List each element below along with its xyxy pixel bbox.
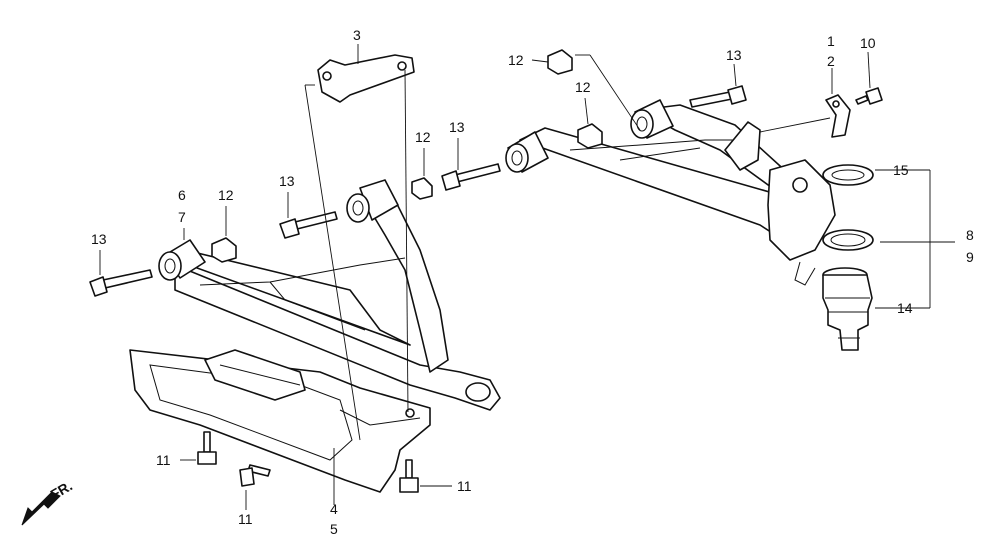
callout-labels: 1 2 3 4 5 6 7 8 9 10 11 11 11 12 12 12 1…	[91, 27, 974, 537]
callout-9: 9	[966, 249, 974, 265]
callout-11-left: 11	[156, 452, 171, 468]
callout-12-left: 12	[218, 187, 234, 203]
nut-12-left	[211, 237, 237, 263]
arrow-icon	[21, 491, 61, 526]
callout-12-right: 12	[575, 79, 591, 95]
seal-ring-part-15	[822, 164, 874, 186]
callout-3: 3	[353, 27, 361, 43]
callout-13-left: 13	[91, 231, 107, 247]
bolt-11-left	[197, 431, 217, 465]
callout-12-upper: 12	[508, 52, 524, 68]
callout-15: 15	[893, 162, 909, 178]
bolt-13-right	[689, 85, 747, 108]
bolt-11-middle	[239, 464, 271, 487]
callout-8: 8	[966, 227, 974, 243]
left-lower-arm	[158, 179, 501, 411]
callout-13-middle: 13	[279, 173, 295, 189]
bolt-13-middle	[279, 211, 338, 239]
callout-10: 10	[860, 35, 876, 51]
callout-13-center: 13	[449, 119, 465, 135]
callout-4: 4	[330, 501, 338, 517]
nut-12-upper	[547, 49, 573, 75]
bracket-part-3	[317, 54, 415, 103]
callout-11-bottom: 11	[238, 511, 253, 527]
callout-13-right: 13	[726, 47, 742, 63]
callout-5: 5	[330, 521, 338, 537]
callout-7: 7	[178, 209, 186, 225]
callout-2: 2	[827, 53, 835, 69]
bolt-13-left	[89, 269, 153, 297]
bolt-10	[855, 87, 883, 105]
right-upper-arm	[505, 99, 874, 286]
nut-12-right	[577, 123, 603, 149]
bolt-13-center	[441, 163, 501, 191]
ball-joint-part-14	[822, 267, 873, 351]
callout-12-middle: 12	[415, 129, 431, 145]
callout-6: 6	[178, 187, 186, 203]
leader-lines	[99, 44, 955, 510]
nut-12-middle	[411, 177, 433, 200]
bolt-11-right	[399, 459, 419, 493]
clamp-part-1-2	[825, 94, 851, 138]
callout-11-right: 11	[457, 478, 472, 494]
skid-plate	[129, 349, 431, 493]
callout-1: 1	[827, 33, 835, 49]
callout-14: 14	[897, 300, 913, 316]
front-direction-arrow: FR.	[21, 477, 75, 526]
